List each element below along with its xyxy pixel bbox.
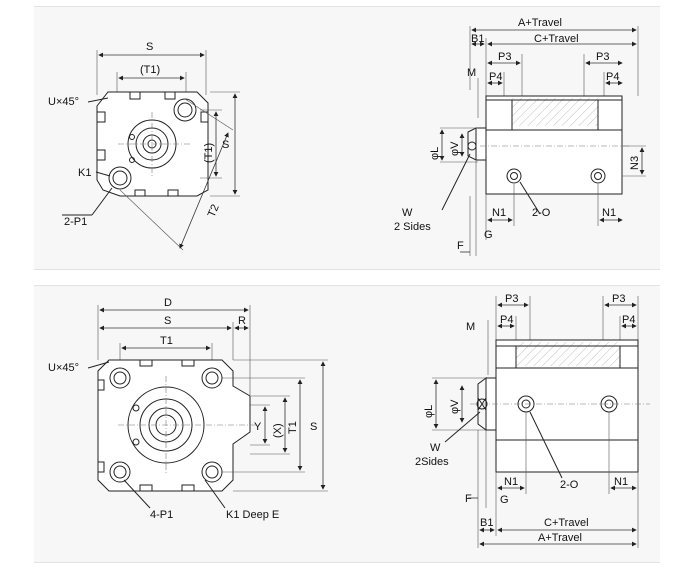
- top-side-p3a-label: P3: [498, 51, 511, 63]
- top-side-c-label: C+Travel: [534, 33, 579, 45]
- bottom-front-u-label: U×45°: [48, 362, 79, 374]
- bottom-side-w-label: W: [430, 442, 441, 454]
- top-side-p4a-label: P4: [489, 71, 502, 83]
- bottom-front-view: D S R T1: [48, 297, 328, 521]
- bottom-side-m-label: M: [466, 321, 475, 333]
- top-front-t1-label: (T1): [140, 64, 160, 76]
- bottom-side-p4b-label: P4: [622, 314, 635, 326]
- bottom-front-d-label: D: [164, 297, 172, 309]
- top-side-n1a-label: N1: [492, 207, 506, 219]
- bottom-side-a-label: A+Travel: [538, 532, 582, 544]
- top-side-w-sides-label: 2 Sides: [394, 221, 431, 233]
- top-side-w-label: W: [402, 207, 413, 219]
- top-front-k1-label: K1: [78, 167, 91, 179]
- bottom-front-k1-label: K1 Deep E: [226, 509, 279, 521]
- bottom-side-phiv-label: φV: [449, 399, 461, 414]
- top-side-f-label: F: [457, 240, 464, 252]
- bottom-side-p4a-label: P4: [500, 314, 513, 326]
- bottom-side-n1b-label: N1: [614, 476, 628, 488]
- top-side-p4b-label: P4: [606, 71, 619, 83]
- top-front-s-label: S: [146, 41, 153, 53]
- top-side-n3-label: N3: [629, 156, 641, 170]
- bottom-side-2o-label: 2-O: [560, 479, 579, 491]
- top-side-m-label: M: [467, 67, 476, 79]
- top-side-phil-label: φL: [429, 147, 441, 160]
- bottom-side-b1-label: B1: [480, 517, 493, 529]
- bottom-side-p3b-label: P3: [612, 293, 625, 305]
- bottom-side-w-sides-label: 2Sides: [415, 456, 449, 468]
- top-front-t2-label: T2: [206, 203, 222, 220]
- bottom-front-t1-label: T1: [160, 335, 173, 347]
- bottom-front-sv-label: S: [310, 421, 317, 433]
- bottom-side-view: P3 P3 P4 P4 M φL φV: [415, 293, 650, 548]
- top-side-2o-label: 2-O: [532, 207, 551, 219]
- bottom-front-y-label: Y: [254, 421, 262, 433]
- top-front-u-label: U×45°: [48, 96, 79, 108]
- top-front-view: S (T1) (T1): [48, 41, 240, 251]
- top-front-p1-label: 2-P1: [64, 216, 87, 228]
- top-side-n1b-label: N1: [602, 207, 616, 219]
- bottom-side-p3a-label: P3: [505, 293, 518, 305]
- bottom-front-x-label: (X): [272, 423, 284, 438]
- bottom-side-c-label: C+Travel: [544, 517, 589, 529]
- bottom-side-n1a-label: N1: [504, 476, 518, 488]
- top-front-t1v-label: (T1): [203, 143, 215, 163]
- top-side-g-label: G: [484, 229, 493, 241]
- bottom-front-t1v-label: T1: [287, 421, 299, 434]
- top-side-b1-label: B1: [471, 33, 484, 45]
- bottom-front-p1-label: 4-P1: [150, 509, 173, 521]
- bottom-front-r-label: R: [238, 315, 246, 327]
- bottom-side-f-label: F: [465, 493, 472, 505]
- top-side-phiv-label: φV: [449, 141, 461, 156]
- bottom-side-g-label: G: [500, 494, 509, 506]
- bottom-side-phil-label: φL: [423, 405, 435, 418]
- top-side-p3b-label: P3: [596, 51, 609, 63]
- top-side-view: A+Travel B1 C+Travel P3 P3 P4 P4 M: [394, 17, 646, 256]
- bottom-front-s-label: S: [164, 315, 171, 327]
- top-side-a-label: A+Travel: [518, 17, 562, 29]
